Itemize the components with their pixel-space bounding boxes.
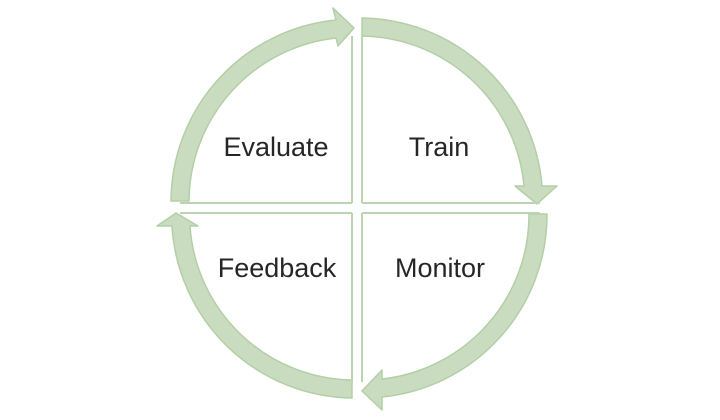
arrow-monitor-to-feedback (156, 212, 353, 399)
arrow-evaluate-to-train (361, 17, 558, 205)
label-train: Train (409, 132, 470, 162)
label-feedback: Feedback (218, 253, 337, 283)
arrow-train-to-monitor (361, 213, 548, 411)
quadrant-dividers (180, 36, 540, 382)
label-evaluate: Evaluate (223, 132, 328, 162)
cycle-arrows (156, 7, 558, 411)
quadrant-labels: Evaluate Train Monitor Feedback (218, 132, 485, 283)
arrow-feedback-to-evaluate (170, 7, 355, 202)
label-monitor: Monitor (395, 253, 485, 283)
